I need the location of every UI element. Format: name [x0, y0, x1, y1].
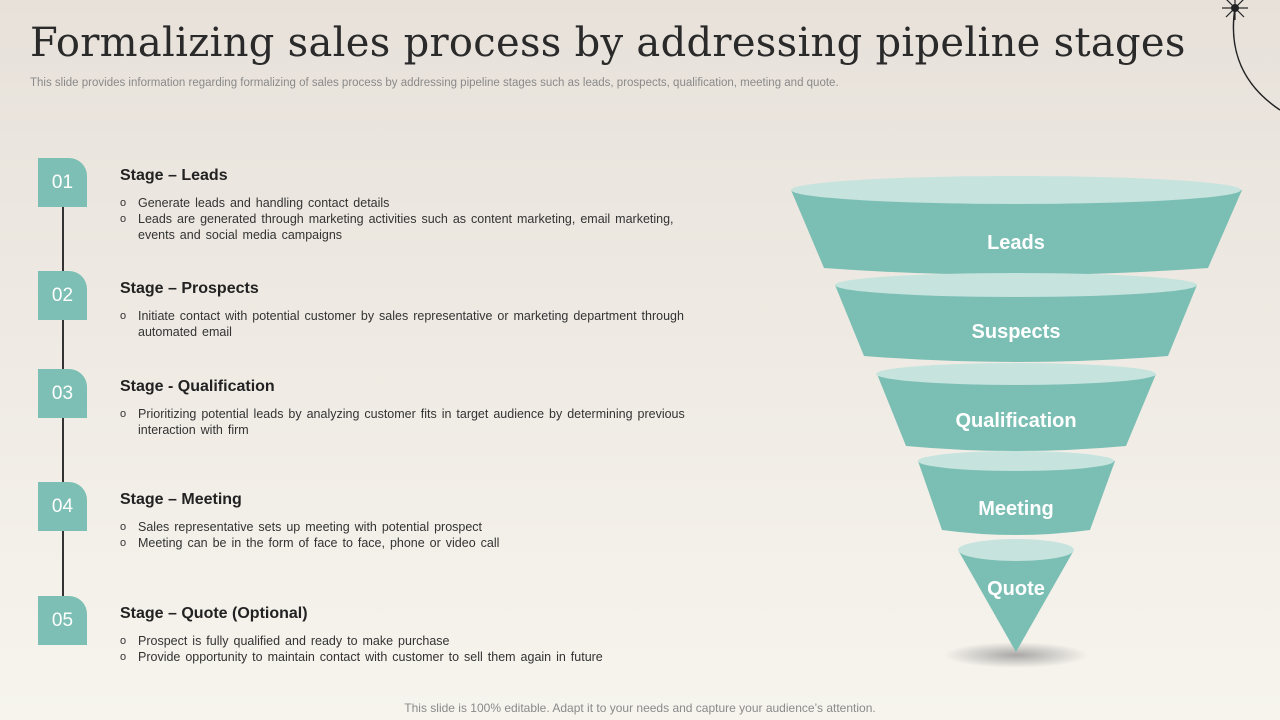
sales-funnel: Leads Suspects Qualification Meeting Quo…: [791, 176, 1242, 668]
bullet-item: Leads are generated through marketing ac…: [120, 211, 690, 243]
funnel-label: Suspects: [972, 321, 1061, 343]
stage-bullets: Prospect is fully qualified and ready to…: [120, 633, 690, 665]
funnel-layer-quote: Quote: [958, 539, 1074, 652]
stage-title: Stage – Leads: [120, 167, 228, 184]
stage-bullets: Prioritizing potential leads by analyzin…: [120, 406, 690, 438]
stage-title: Stage – Prospects: [120, 280, 259, 297]
stage-number-badge: 05: [38, 596, 87, 645]
bullet-item: Sales representative sets up meeting wit…: [120, 519, 690, 535]
funnel-layer-leads: Leads: [791, 176, 1242, 275]
bullet-item: Provide opportunity to maintain contact …: [120, 649, 690, 665]
stage-bullets: Initiate contact with potential customer…: [120, 308, 690, 340]
funnel-label: Quote: [987, 578, 1045, 600]
dandelion-decoration-icon: [1222, 0, 1280, 111]
funnel-layer-qualification: Qualification: [876, 363, 1156, 451]
bullet-item: Prospect is fully qualified and ready to…: [120, 633, 690, 649]
stage-bullets: Sales representative sets up meeting wit…: [120, 519, 690, 551]
bullet-item: Meeting can be in the form of face to fa…: [120, 535, 690, 551]
stage-number-badge: 02: [38, 271, 87, 320]
funnel-label: Qualification: [955, 410, 1076, 432]
bullet-item: Initiate contact with potential customer…: [120, 308, 690, 340]
funnel-shadow: [944, 642, 1088, 668]
funnel-label: Leads: [987, 232, 1045, 254]
bullet-item: Prioritizing potential leads by analyzin…: [120, 406, 690, 438]
footer-note: This slide is 100% editable. Adapt it to…: [404, 701, 876, 715]
funnel-layer-meeting: Meeting: [918, 451, 1115, 535]
page-subtitle: This slide provides information regardin…: [30, 77, 839, 89]
funnel-label: Meeting: [978, 498, 1054, 520]
funnel-layer-suspects: Suspects: [835, 273, 1197, 362]
page-title: Formalizing sales process by addressing …: [30, 20, 1186, 66]
stage-title: Stage – Quote (Optional): [120, 605, 308, 622]
stage-number-badge: 01: [38, 158, 87, 207]
stage-number-badge: 03: [38, 369, 87, 418]
stage-bullets: Generate leads and handling contact deta…: [120, 195, 690, 243]
stage-number-badge: 04: [38, 482, 87, 531]
bullet-item: Generate leads and handling contact deta…: [120, 195, 690, 211]
stage-title: Stage – Meeting: [120, 491, 242, 508]
stage-title: Stage - Qualification: [120, 378, 275, 395]
